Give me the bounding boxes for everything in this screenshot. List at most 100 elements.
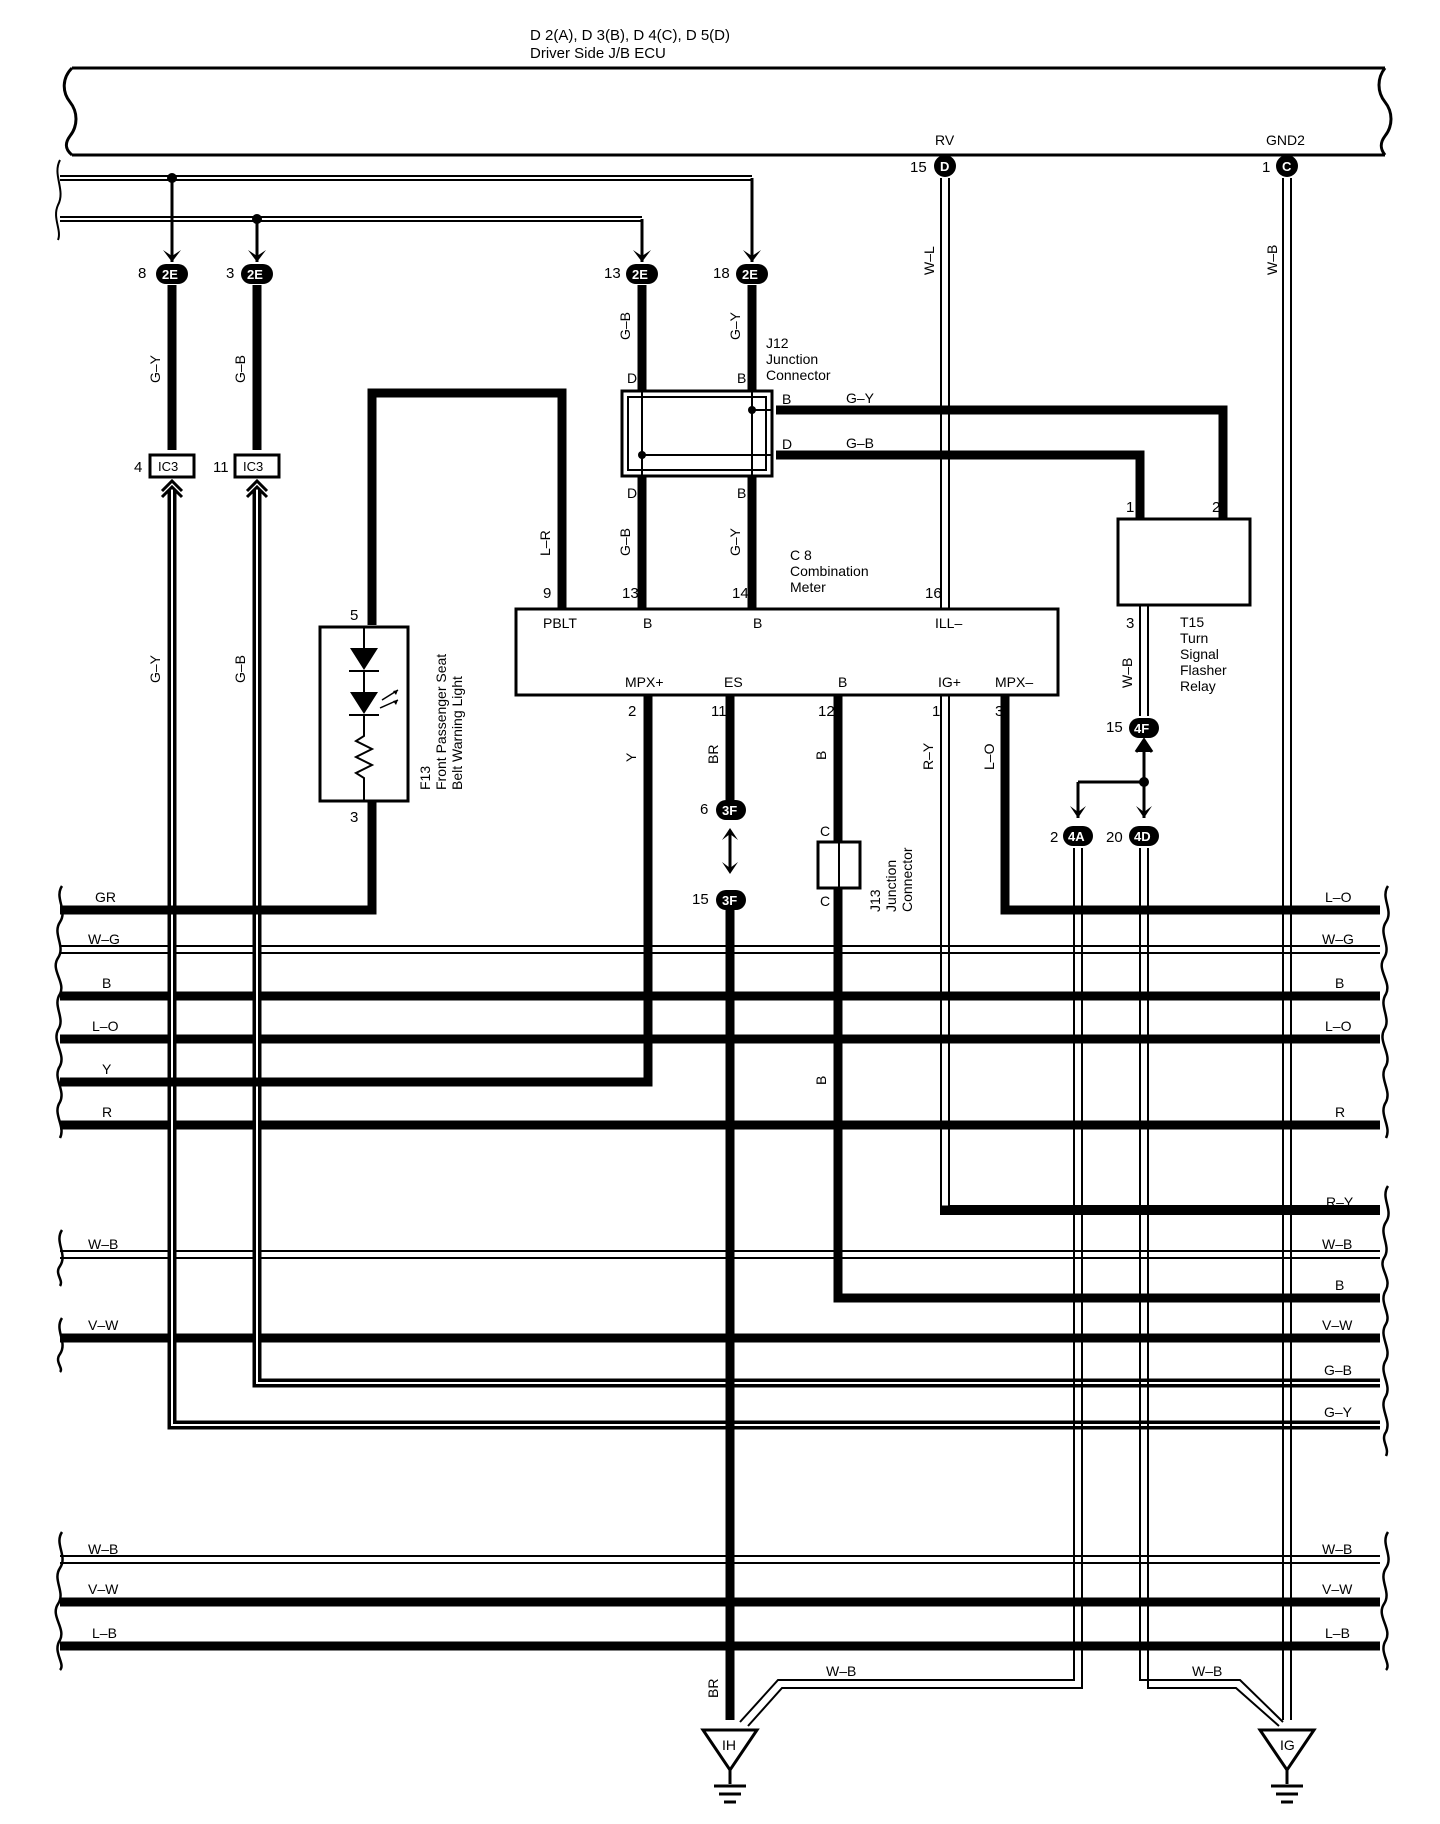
j12-pin-b-right: B — [782, 391, 791, 407]
ecu-pin-gnd2-label: GND2 — [1266, 132, 1305, 148]
meter-inner-labels: PBLT B B ILL– MPX+ ES B IG+ MPX– — [543, 615, 1033, 690]
j13-line2: Junction — [883, 860, 899, 912]
f13-warning-light — [318, 625, 410, 803]
connector-code: IC3 — [158, 459, 178, 474]
ecu-pin-rv-label: RV — [935, 132, 955, 148]
wire-label-gb-mid: G–B — [617, 312, 633, 340]
j12-title3: Connector — [766, 367, 831, 383]
j12-pin-d-right: D — [782, 436, 792, 452]
ecu-pin-rv-conn: D — [940, 159, 949, 174]
wire-label-y: Y — [623, 752, 639, 762]
j12-pin-b-bottom: B — [737, 485, 746, 501]
t15-title2: Turn — [1180, 630, 1208, 646]
wire-label-gy-j12-low: G–Y — [727, 527, 743, 556]
bus-label: V–W — [1322, 1581, 1353, 1597]
meter-title1: C 8 — [790, 547, 812, 563]
meter-pin: 16 — [925, 585, 942, 602]
j12-title2: Junction — [766, 351, 818, 367]
gnd2-wire — [1282, 178, 1292, 1720]
bus-label: L–B — [1325, 1625, 1350, 1641]
connector-code: 2E — [632, 267, 648, 282]
4a-4d-arrows — [1070, 806, 1152, 818]
connector-3f-6: 6 3F — [700, 800, 746, 820]
wire-label-wb-bottom1: W–B — [826, 1663, 856, 1679]
ground-ih: IH — [700, 1728, 760, 1804]
bus-label: R — [1335, 1104, 1345, 1120]
connector-4f-15: 15 4F — [1106, 718, 1159, 738]
j12-pin-d-bottom: D — [627, 485, 637, 501]
ground-ig: IG — [1257, 1728, 1317, 1804]
bus-label: L–O — [1325, 889, 1352, 905]
wire-label-wb-right: W–B — [1264, 245, 1280, 275]
connector-code: 4D — [1134, 829, 1151, 844]
bus-label: GR — [95, 889, 116, 905]
connector-code: IC3 — [243, 459, 263, 474]
3f-arrows — [722, 828, 738, 874]
wire-label-gy-horiz: G–Y — [846, 390, 875, 406]
j13-pin-c-top: C — [820, 823, 830, 839]
ecu-to-2e-wires — [167, 173, 754, 262]
wire-label-gy-left-low: G–Y — [147, 654, 163, 683]
connector-3f-15: 15 3F — [692, 890, 746, 910]
t15-pin3: 3 — [1126, 615, 1134, 632]
bus-label: G–Y — [1324, 1404, 1353, 1420]
wire-label-ry: R–Y — [920, 742, 936, 770]
connector-code: 2E — [247, 267, 263, 282]
j13-line3: Connector — [899, 847, 915, 912]
connector-pin-label: 15 — [692, 891, 709, 908]
connector-2e-3: 3 2E — [226, 264, 273, 284]
connector-2e-13: 13 2E — [604, 264, 658, 284]
meter-pin: 2 — [628, 703, 636, 720]
meter-terminal-label: B — [838, 674, 847, 690]
j12-pin-d-top: D — [627, 370, 637, 386]
bus-label: V–W — [1322, 1317, 1353, 1333]
ecu-pin-rv: 15 D — [910, 155, 956, 177]
j12-junction — [620, 389, 774, 478]
meter-pin: 12 — [818, 703, 835, 720]
meter-title2: Combination — [790, 563, 869, 579]
bus-label: L–B — [92, 1625, 117, 1641]
wire-label-gb-horiz: G–B — [846, 435, 874, 451]
j13-line1: J13 — [867, 889, 883, 912]
connector-ic3-4: 4 IC3 — [134, 453, 196, 499]
connector-code: 4A — [1068, 829, 1085, 844]
meter-bottom-pins: 2 11 12 1 3 — [628, 703, 1003, 720]
connector-pin-label: 8 — [138, 265, 146, 282]
bus-label: V–W — [88, 1317, 119, 1333]
f13-pin5: 5 — [350, 607, 358, 624]
meter-pin: 9 — [543, 585, 551, 602]
meter-pin: 3 — [995, 703, 1003, 720]
bus-break-marks — [54, 885, 1390, 1671]
meter-terminal-label: MPX+ — [625, 674, 664, 690]
bus-right-labels: L–O W–G B L–O R R–Y W–B B V–W G–B G–Y W–… — [1322, 889, 1354, 1641]
wire-label-gb-left-low: G–B — [232, 655, 248, 683]
meter-terminal-label: ES — [724, 674, 743, 690]
wire-label-wl: W–L — [921, 246, 937, 275]
wire-label-gb-j12-low: G–B — [617, 528, 633, 556]
connector-code: 3F — [722, 803, 737, 818]
connector-pin-label: 4 — [134, 459, 142, 476]
ecu-stub-left — [55, 159, 752, 241]
meter-terminal-label: ILL– — [935, 615, 962, 631]
connector-pin-label: 15 — [1106, 719, 1123, 736]
meter-title3: Meter — [790, 579, 826, 595]
connector-code: 3F — [722, 893, 737, 908]
connector-pin-label: 11 — [213, 459, 229, 476]
meter-down-wires — [60, 696, 1380, 1720]
t15-output-wire — [1139, 606, 1149, 716]
connector-code: 2E — [742, 267, 758, 282]
f13-line2: Belt Warning Light — [449, 676, 465, 790]
bus-left-labels: GR W–G B L–O Y R W–B V–W W–B V–W L–B — [88, 889, 120, 1641]
4f-branch — [1076, 737, 1154, 818]
connector-ic3-11: 11 IC3 — [213, 453, 281, 499]
wire-label-gb-left: G–B — [232, 355, 248, 383]
meter-terminal-label: IG+ — [938, 674, 961, 690]
wl-wire — [940, 178, 950, 608]
bus-label: W–B — [88, 1541, 118, 1557]
bus-label: G–B — [1324, 1362, 1352, 1378]
wire-label-b: B — [813, 751, 829, 760]
connector-pin-label: 20 — [1106, 829, 1123, 846]
t15-title5: Relay — [1180, 678, 1216, 694]
connector-pin-label: 6 — [700, 801, 708, 818]
